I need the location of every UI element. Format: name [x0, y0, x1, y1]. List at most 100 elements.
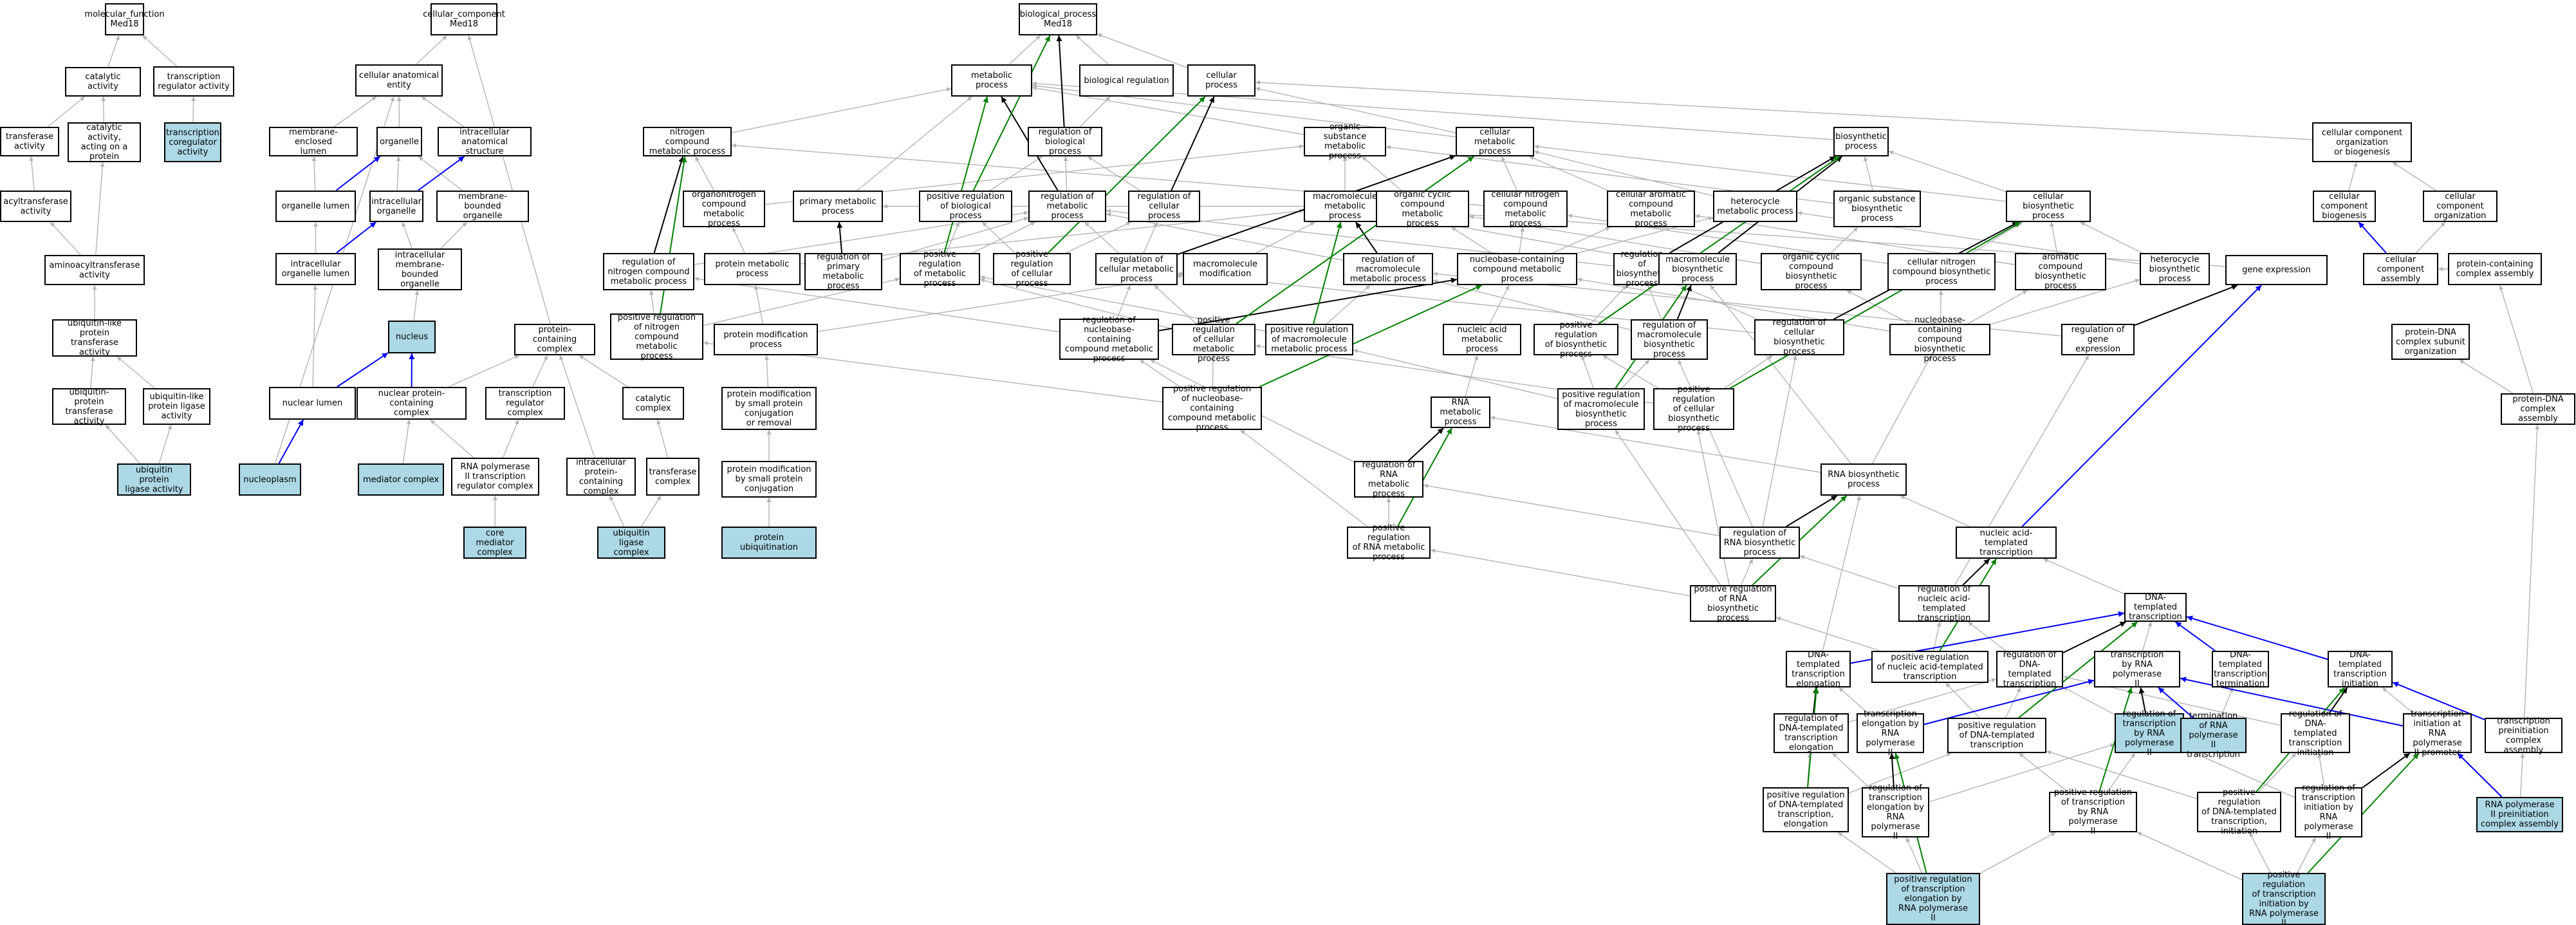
go-term-regtxinitrnap2[interactable]: regulation of transcription initiation b… [2295, 783, 2362, 841]
go-term-cellnitrobio[interactable]: cellular nitrogen compound biosynthetic … [1887, 253, 1996, 290]
go-term-txelongrnap2[interactable]: transcription elongation by RNA polymera… [1857, 709, 1924, 758]
go-term-dnatxelong[interactable]: DNA-templated transcription elongation [1786, 650, 1851, 689]
go-term-nitro[interactable]: nitrogen compound metabolic process [643, 127, 732, 156]
go-term-dnatxinit[interactable]: DNA-templated transcription initiation [2328, 650, 2393, 689]
go-term-termrnap2[interactable]: termination of RNA polymerase II transcr… [2180, 711, 2247, 760]
go-term-intraorglumen[interactable]: intracellular organelle lumen [275, 253, 356, 285]
go-term-macrobio[interactable]: macromolecule biosynthetic process [1658, 253, 1737, 285]
go-term-medcx[interactable]: mediator complex [358, 463, 444, 496]
go-term-memlumen[interactable]: membrane-enclosed lumen [269, 127, 358, 156]
go-term-cellproc[interactable]: cellular process [1187, 64, 1256, 97]
go-term-txrnap2[interactable]: transcription by RNA polymerase II [2094, 650, 2180, 689]
go-term-cellmet[interactable]: cellular metabolic process [1456, 127, 1534, 156]
go-term-tregcx[interactable]: transcription regulator complex [485, 387, 565, 420]
go-term-regdnatxelong[interactable]: regulation of DNA-templated transcriptio… [1774, 713, 1849, 753]
go-term-biosyn[interactable]: biosynthetic process [1833, 127, 1889, 156]
go-term-protdnasub[interactable]: protein-DNA complex subunit organization [2391, 324, 2470, 360]
go-term-cellbio[interactable]: cellular biosynthetic process [2006, 191, 2091, 222]
go-term-posregdnatxinit[interactable]: positive regulation of DNA-templated tra… [2197, 788, 2281, 836]
go-term-posregmet[interactable]: positive regulation of metabolic process [900, 250, 980, 288]
go-term-ublike[interactable]: ubiquitin-like protein transferase activ… [52, 319, 137, 357]
go-term-regtxelongrnap2[interactable]: regulation of transcription elongation b… [1862, 783, 1929, 841]
go-term-macromet[interactable]: macromolecule metabolic process [1304, 191, 1386, 222]
go-term-regdnatx[interactable]: regulation of DNA-templated transcriptio… [1996, 650, 2063, 689]
go-term-geneexp[interactable]: gene expression [2225, 255, 2328, 285]
go-term-posregmacromet[interactable]: positive regulation of macromolecule met… [1265, 324, 1353, 355]
go-term-ubprotlig[interactable]: ubiquitin protein ligase activity [117, 463, 191, 496]
go-term-posregcellmet[interactable]: positive regulation of cellular metaboli… [1172, 315, 1256, 364]
go-term-ccorg2[interactable]: cellular component organization [2423, 191, 2497, 222]
go-term-organonitro[interactable]: organonitrogen compound metabolic proces… [683, 190, 765, 229]
go-term-posregtxinitrnap2[interactable]: positive regulation of transcription ini… [2242, 870, 2326, 925]
go-term-bioreg[interactable]: biological regulation [1079, 64, 1174, 97]
go-term-rnap2pic[interactable]: RNA polymerase II preinitiation complex … [2476, 797, 2563, 832]
go-term-posregtxelongrnap2[interactable]: positive regulation of transcription elo… [1886, 873, 1980, 925]
go-term-intracell[interactable]: intracellular anatomical structure [438, 127, 532, 156]
go-term-ccbio[interactable]: cellular component biogenesis [2313, 191, 2376, 222]
go-term-orgsub[interactable]: organic substance metabolic process [1304, 122, 1386, 161]
go-term-intraprotcx[interactable]: intracellular protein-containing complex [566, 458, 636, 496]
go-term-posregcell[interactable]: positive regulation of cellular process [993, 250, 1071, 288]
go-term-regcellproc[interactable]: regulation of cellular process [1128, 191, 1200, 222]
go-term-nucleus[interactable]: nucleus [388, 321, 436, 353]
go-term-intraorg[interactable]: intracellular organelle [369, 191, 423, 222]
go-term-catcx[interactable]: catalytic complex [622, 387, 684, 420]
go-term-regtxrnap2[interactable]: regulation of transcription by RNA polym… [2115, 709, 2184, 758]
go-term-cellcomp[interactable]: cellular_component Med18 [423, 3, 505, 35]
go-term-orgsubbio[interactable]: organic substance biosynthetic process [1833, 191, 1921, 227]
go-term-regrnamet[interactable]: regulation of RNA metabolic process [1354, 460, 1423, 499]
go-term-coremed[interactable]: core mediator complex [463, 527, 526, 559]
go-term-macromod[interactable]: macromolecule modification [1183, 253, 1268, 285]
go-term-posregmacrobio[interactable]: positive regulation of macromolecule bio… [1557, 388, 1645, 430]
go-term-protcxasm[interactable]: protein-containing complex assembly [2448, 253, 2542, 285]
go-term-intramem[interactable]: intracellular membrane-bounded organelle [378, 248, 462, 290]
go-term-nucbasebio[interactable]: nucleobase-containing compound biosynthe… [1889, 315, 1990, 364]
go-term-posregtxrnap2[interactable]: positive regulation of transcription by … [2049, 788, 2137, 836]
go-term-orgcyc[interactable]: organic cyclic compound metabolic proces… [1376, 190, 1469, 229]
go-term-ccorg[interactable]: cellular component organization or bioge… [2312, 122, 2412, 162]
go-term-txpic[interactable]: transcription preinitiation complex asse… [2485, 716, 2562, 755]
go-term-regmacromet[interactable]: regulation of macromolecule metabolic pr… [1343, 253, 1433, 285]
go-term-posregcellbio[interactable]: positive regulation of cellular biosynth… [1653, 385, 1734, 433]
go-term-acyl[interactable]: acyltransferase activity [0, 191, 71, 222]
go-term-ubligcx[interactable]: ubiquitin ligase complex [597, 527, 665, 559]
go-term-txinitrnap2[interactable]: transcription initiation at RNA polymera… [2403, 709, 2472, 758]
go-term-organelle[interactable]: organelle [376, 127, 422, 156]
go-term-protmod[interactable]: protein modification process [714, 324, 818, 355]
go-term-metproc[interactable]: metabolic process [951, 64, 1032, 97]
go-term-membound[interactable]: membrane-bounded organelle [436, 191, 529, 222]
go-term-cellnitro[interactable]: cellular nitrogen compound metabolic pro… [1483, 190, 1568, 229]
go-term-regmetproc[interactable]: regulation of metabolic process [1028, 191, 1106, 222]
go-term-rnap2reg[interactable]: RNA polymerase II transcription regulato… [451, 458, 539, 496]
go-term-nucacidtx[interactable]: nucleic acid-templated transcription [1956, 527, 2057, 559]
go-term-posregbio[interactable]: positive regulation of biological proces… [919, 191, 1012, 222]
go-term-regdnatxinit[interactable]: regulation of DNA-templated transcriptio… [2281, 709, 2350, 758]
go-term-rnamet[interactable]: RNA metabolic process [1431, 397, 1490, 428]
go-term-regnitro[interactable]: regulation of nitrogen compound metaboli… [603, 253, 694, 290]
go-term-tcoreg[interactable]: transcription coregulator activity [164, 122, 221, 162]
go-term-protmodconj[interactable]: protein modification by small protein co… [721, 461, 817, 498]
go-term-hetbio[interactable]: heterocycle biosynthetic process [2140, 253, 2210, 285]
go-term-aminoacyl[interactable]: aminoacyltransferase activity [44, 255, 145, 285]
go-term-hetmet[interactable]: heterocycle metabolic process [1713, 191, 1797, 222]
go-term-rnabio[interactable]: RNA biosynthetic process [1821, 463, 1907, 496]
go-term-cellarom[interactable]: cellular aromatic compound metabolic pro… [1607, 190, 1695, 229]
go-term-posregdnatx[interactable]: positive regulation of DNA-templated tra… [1947, 718, 2046, 753]
go-term-protubiq[interactable]: protein ubiquitination [721, 527, 817, 559]
go-term-regcellbio[interactable]: regulation of cellular biosynthetic proc… [1754, 318, 1844, 357]
go-term-regcellmet[interactable]: regulation of cellular metabolic process [1095, 253, 1178, 285]
go-term-posregbiosyn[interactable]: positive regulation of biosynthetic proc… [1534, 321, 1618, 359]
go-term-reggeneexp[interactable]: regulation of gene expression [2061, 324, 2135, 355]
go-term-cae[interactable]: cellular anatomical entity [355, 64, 443, 97]
go-term-posregrnamet[interactable]: positive regulation of RNA metabolic pro… [1347, 523, 1431, 562]
go-term-transfcx[interactable]: transferase complex [646, 458, 700, 496]
go-term-orglumen[interactable]: organelle lumen [275, 191, 356, 222]
go-term-posregnucbase[interactable]: positive regulation of nucleobase-contai… [1162, 384, 1262, 433]
go-term-nucprotcx[interactable]: nuclear protein-containing complex [357, 387, 467, 420]
go-term-nuclumen[interactable]: nuclear lumen [269, 387, 356, 420]
go-term-regbioproc[interactable]: regulation of biological process [1028, 127, 1102, 156]
go-term-nucbasemet[interactable]: nucleobase-containing compound metabolic… [1457, 253, 1577, 285]
go-term-primmet[interactable]: primary metabolic process [793, 191, 883, 222]
go-term-orgcycbio[interactable]: organic cyclic compound biosynthetic pro… [1761, 252, 1862, 291]
go-term-ublig[interactable]: ubiquitin-like protein ligase activity [143, 388, 210, 425]
